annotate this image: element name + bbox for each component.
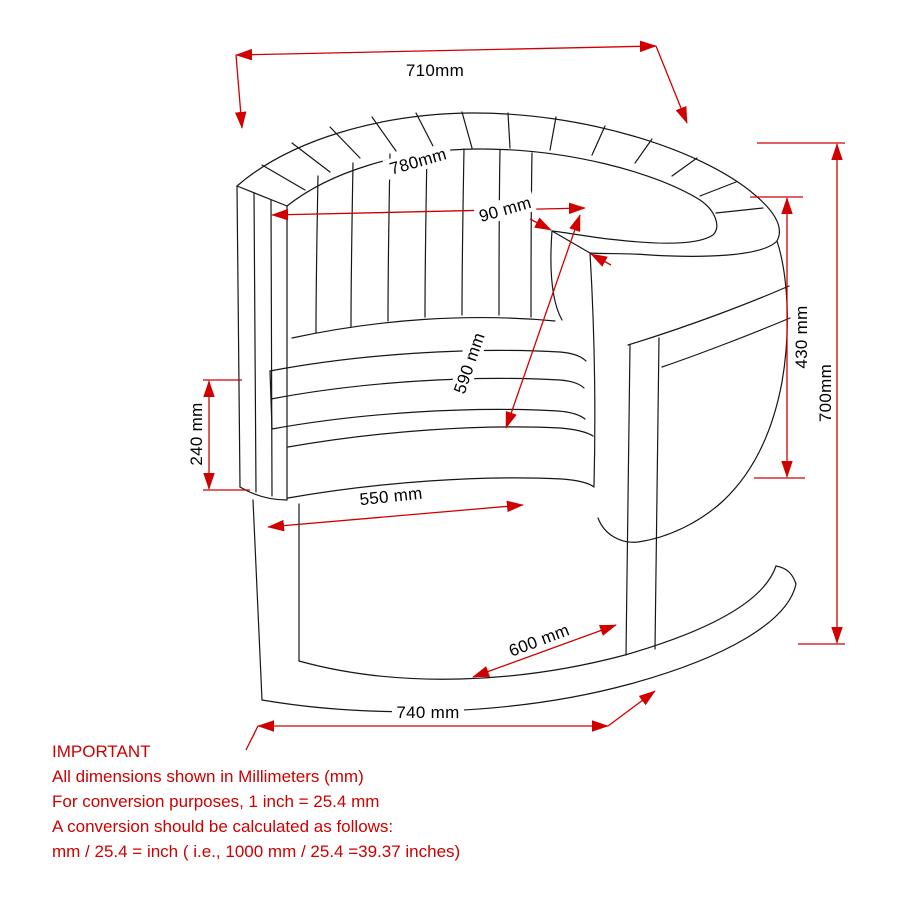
front-leg-outer-edge xyxy=(252,499,263,701)
seat-frame-top xyxy=(287,426,594,448)
base-rail-top-edge xyxy=(298,565,777,680)
dimension-780mm: 780mm xyxy=(271,142,586,221)
base-rail-end-cap xyxy=(775,565,797,585)
base-band-top-edge xyxy=(627,285,790,346)
dimension-550mm: 550 mm xyxy=(267,482,524,532)
dim-430mm-label: 430 mm xyxy=(792,305,811,368)
dim-740mm-label: 740 mm xyxy=(396,703,459,722)
chair-line-art xyxy=(236,111,797,713)
note-conversion-factor: For conversion purposes, 1 inch = 25.4 m… xyxy=(52,792,380,811)
base-band-bottom-edge xyxy=(661,317,791,368)
dim-90mm-label: 90 mm xyxy=(477,193,534,226)
important-notes: IMPORTANT All dimensions shown in Millim… xyxy=(52,739,460,864)
dim-600mm-label: 600 mm xyxy=(506,620,572,660)
dim-550mm-label: 550 mm xyxy=(359,484,424,510)
note-conversion-formula: mm / 25.4 = inch ( i.e., 1000 mm / 25.4 … xyxy=(52,842,461,861)
seat-back-boundary xyxy=(291,316,556,339)
backrest-channel-lines xyxy=(315,148,533,334)
seat-frame-bottom xyxy=(287,477,595,499)
rear-support-right-edge xyxy=(654,337,660,650)
seat-cushion-piping xyxy=(270,377,585,400)
rim-left-end-cap xyxy=(236,185,288,207)
rear-support-left-edge xyxy=(625,344,631,656)
seat-cushion-bottom xyxy=(271,408,586,430)
dimension-700mm: 700mm xyxy=(757,142,845,645)
left-arm-outer-edge xyxy=(236,185,241,488)
rim-outer-curve xyxy=(236,112,780,257)
dim-700mm-label: 700mm xyxy=(816,364,835,422)
shell-outer-silhouette xyxy=(597,240,788,543)
notes-heading: IMPORTANT xyxy=(52,742,151,761)
dimension-740mm: 740 mm xyxy=(245,690,656,751)
dimension-240mm: 240 mm xyxy=(186,379,250,491)
dim-780mm-label: 780mm xyxy=(388,144,449,178)
base-rail-bottom-edge xyxy=(261,583,797,713)
dim-240mm-label: 240 mm xyxy=(187,402,206,465)
seat-cushion-front-top xyxy=(269,349,587,372)
left-arm-bottom-edge xyxy=(239,486,288,501)
dim-710mm-label: 710mm xyxy=(406,61,464,80)
dimension-600mm: 600 mm xyxy=(472,617,617,678)
dim-590mm-label: 590 mm xyxy=(450,330,489,396)
dimension-430mm: 430 mm xyxy=(750,196,811,479)
note-units: All dimensions shown in Millimeters (mm) xyxy=(52,767,364,786)
right-arm-inner-edge xyxy=(550,230,563,321)
rim-channel-ticks xyxy=(261,111,764,214)
dimension-590mm: 590 mm xyxy=(447,214,581,429)
dimension-710mm: 710mm xyxy=(234,40,688,129)
left-arm-channel-1 xyxy=(253,192,257,493)
left-arm-channel-2 xyxy=(270,199,273,497)
seat-cushion-left-edge xyxy=(269,370,273,430)
note-conversion-method: A conversion should be calculated as fol… xyxy=(52,817,394,836)
right-arm-front-edge xyxy=(589,252,596,487)
